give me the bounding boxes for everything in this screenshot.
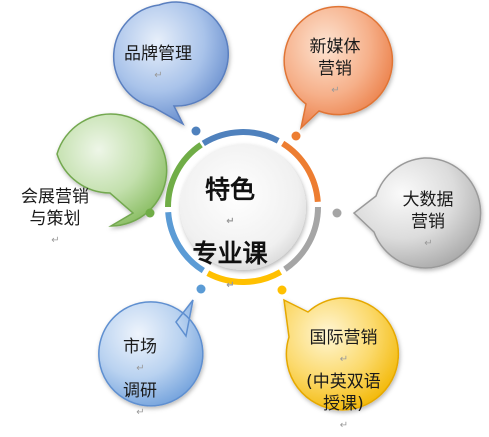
center-ring bbox=[165, 129, 321, 285]
ring-segment-green bbox=[165, 142, 203, 208]
market-bubble bbox=[98, 299, 204, 407]
exhibit-bubble bbox=[56, 113, 168, 227]
intl-label: 国际营销↵ (中英双语 授课)↵ bbox=[306, 328, 381, 431]
center-title-line-1: 特色↵ bbox=[204, 175, 255, 227]
intl-bubble bbox=[283, 297, 400, 411]
brand-bubble bbox=[113, 1, 230, 126]
intl-connector-dot bbox=[277, 285, 287, 295]
brand-label: 品牌管理↵ bbox=[124, 44, 192, 81]
bigdata-bubble bbox=[352, 157, 482, 269]
diagram-canvas bbox=[56, 1, 482, 411]
ring-segment-gray bbox=[283, 206, 321, 272]
ring-segment-blue bbox=[201, 129, 280, 146]
newmedia-connector-dot bbox=[291, 131, 301, 141]
newmedia-label: 新媒体 营销↵ bbox=[309, 37, 361, 96]
ring-segment-lightblue bbox=[165, 211, 205, 274]
center-title-line-2: 专业课↵ bbox=[192, 239, 268, 291]
ring-segment-yellow bbox=[206, 269, 282, 285]
bigdata-label: 大数据 营销↵ bbox=[402, 190, 454, 249]
newmedia-bubble bbox=[283, 5, 394, 131]
ring-segment-orange bbox=[281, 140, 321, 203]
center-circle bbox=[180, 144, 306, 270]
center-title: 特色↵ 专业课↵ bbox=[175, 174, 285, 302]
bigdata-connector-dot bbox=[332, 208, 342, 218]
exhibit-label: 会展营销 与策划↵ bbox=[21, 187, 89, 246]
exhibit-connector-dot bbox=[145, 208, 155, 218]
brand-connector-dot bbox=[191, 126, 201, 136]
market-connector-dot bbox=[196, 284, 206, 294]
market-label: 市场↵ 调研↵ bbox=[123, 337, 157, 418]
